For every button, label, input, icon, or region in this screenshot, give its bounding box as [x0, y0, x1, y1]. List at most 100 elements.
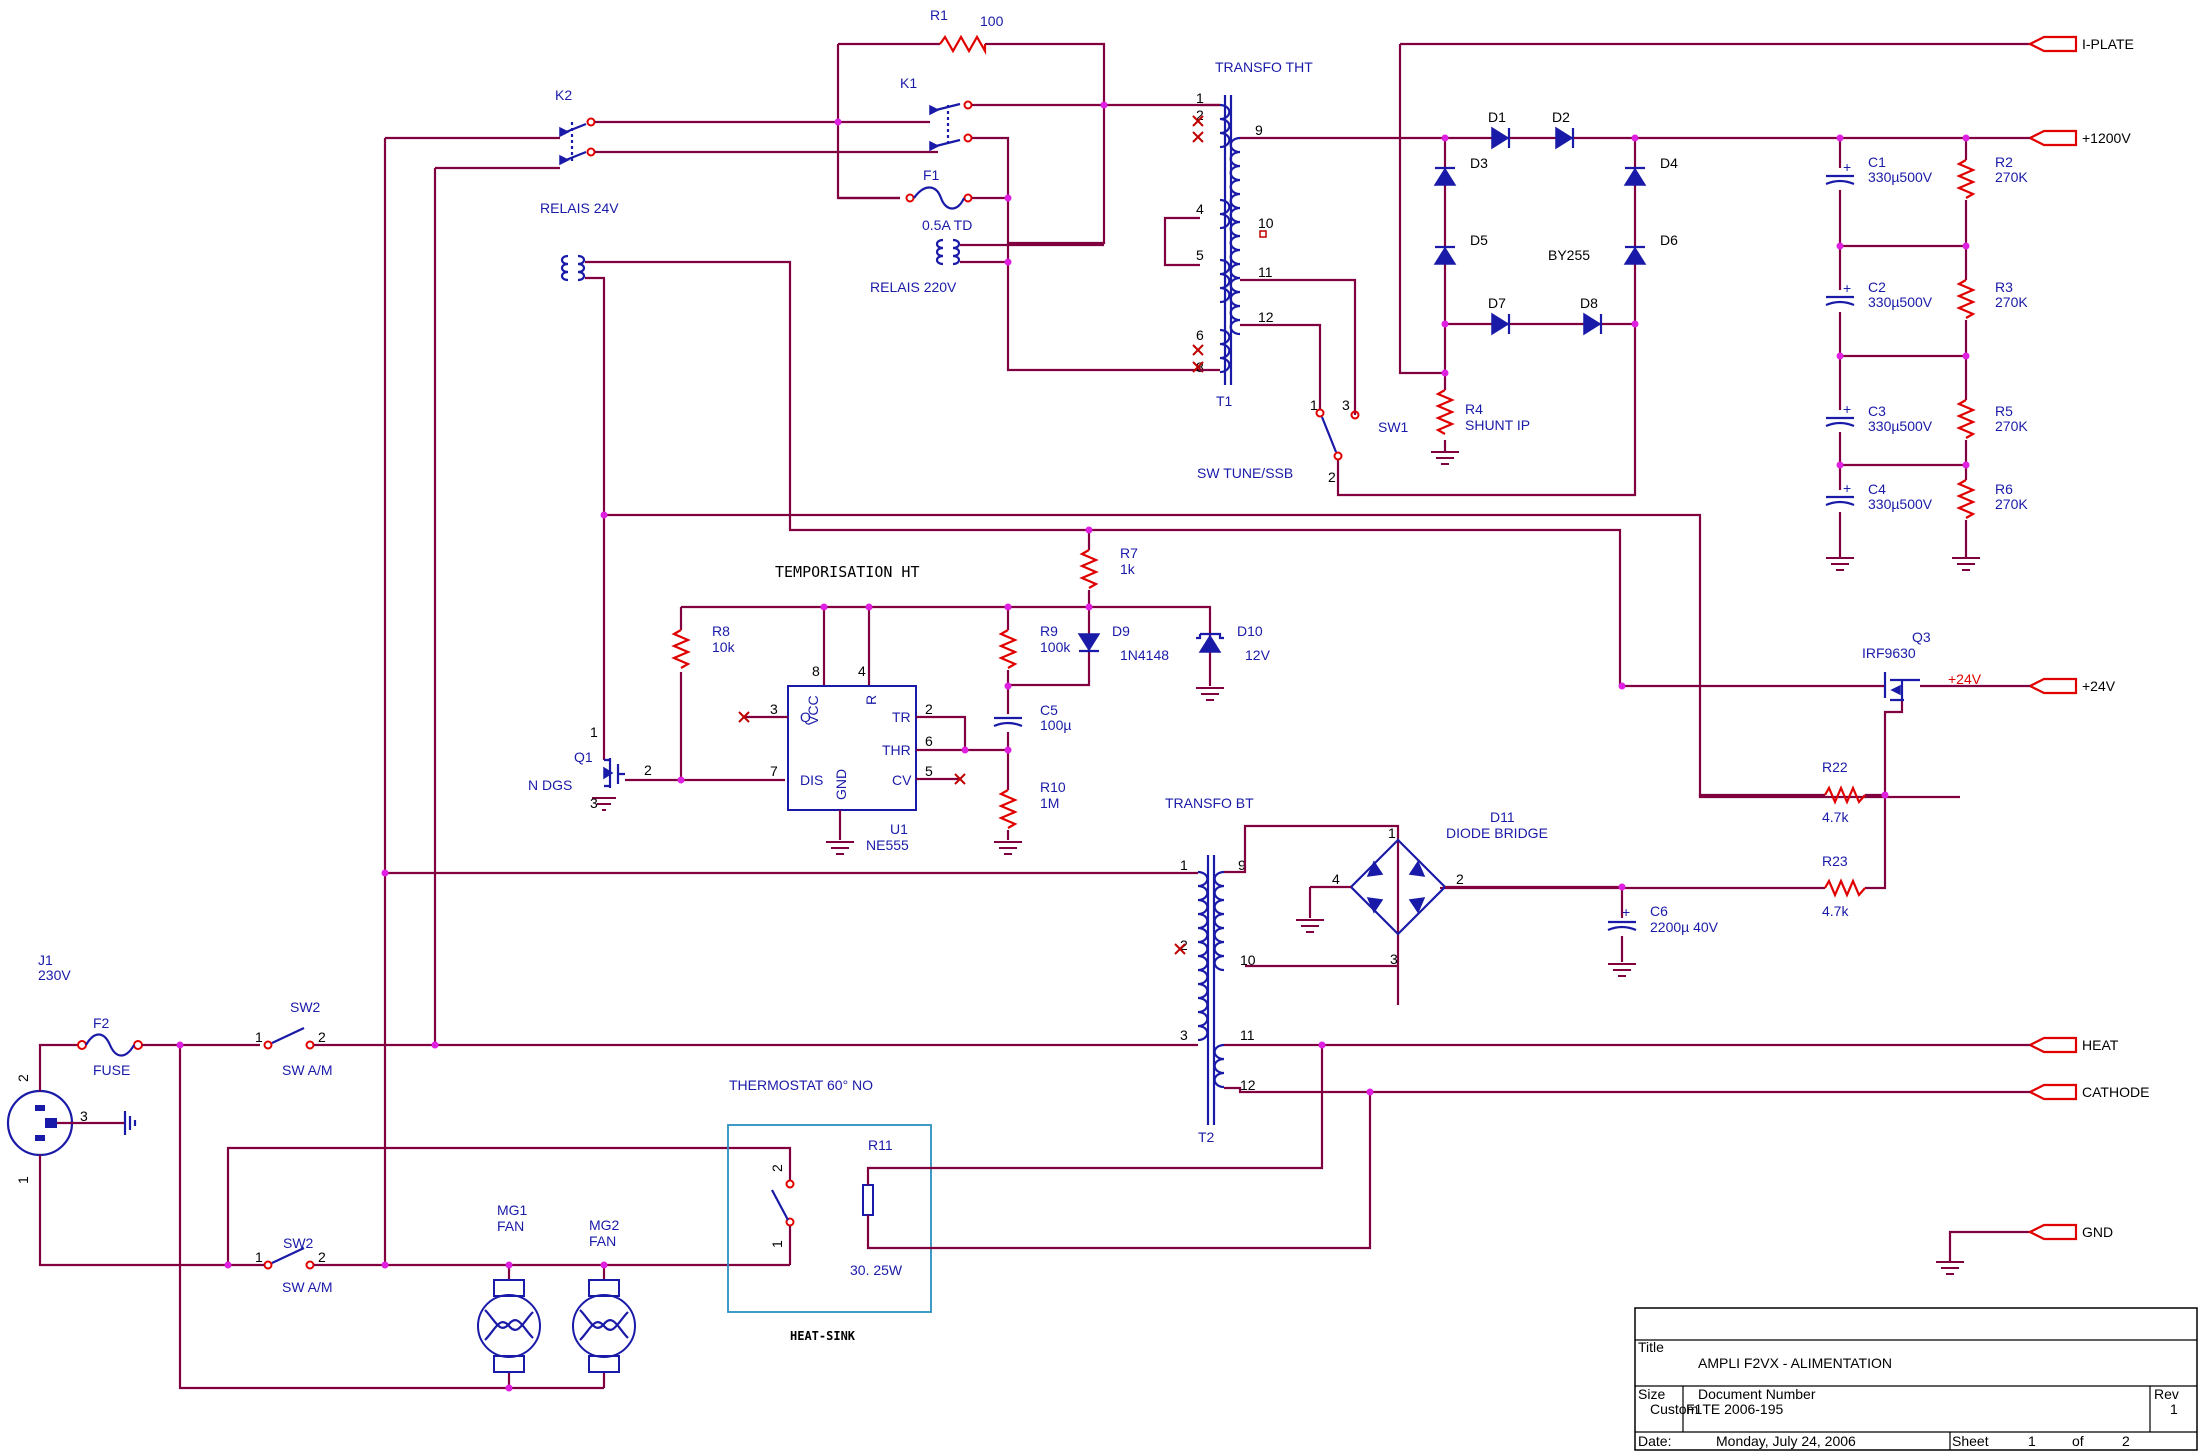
k1-relay: K1 [838, 75, 973, 200]
svg-text:TRANSFO BT: TRANSFO BT [1165, 795, 1254, 811]
r7-resistor: R7 1k [1079, 545, 1138, 589]
svg-text:2: 2 [318, 1249, 326, 1265]
svg-text:2: 2 [769, 1164, 785, 1172]
svg-text:Custom: Custom [1650, 1401, 1698, 1417]
svg-text:R: R [863, 695, 879, 705]
svg-text:+: + [1843, 480, 1851, 496]
relais-220v-coil: RELAIS 220V [870, 238, 1104, 295]
wire-k1-out [972, 103, 1220, 372]
svg-text:6: 6 [1196, 327, 1204, 343]
svg-text:1: 1 [1310, 397, 1318, 413]
svg-text:T2: T2 [1198, 1129, 1215, 1145]
svg-text:C6: C6 [1650, 903, 1668, 919]
port-1200v: +1200V [2027, 129, 2131, 147]
svg-text:270K: 270K [1995, 294, 2028, 310]
d11-bridge: 4 2 1 3 D11 DIODE BRIDGE [1296, 809, 1622, 967]
svg-text:9: 9 [1238, 857, 1246, 873]
svg-text:4: 4 [1196, 201, 1204, 217]
u1-ne555: Q VCC R TR THR DIS GND CV 8 4 3 2 6 7 5 … [738, 663, 1008, 855]
svg-text:D9: D9 [1112, 623, 1130, 639]
svg-text:R10: R10 [1040, 779, 1066, 795]
svg-text:Q1: Q1 [574, 749, 593, 765]
svg-text:1: 1 [15, 1176, 31, 1184]
svg-text:1: 1 [1180, 857, 1188, 873]
c3-capacitor: + C3 330µ500V [1825, 401, 1933, 434]
svg-text:IRF9630: IRF9630 [1862, 645, 1916, 661]
port-iplate: I-PLATE [1400, 35, 2134, 53]
svg-text:SW A/M: SW A/M [282, 1062, 333, 1078]
svg-text:CV: CV [892, 772, 912, 788]
svg-text:2: 2 [15, 1074, 31, 1082]
svg-text:RELAIS 220V: RELAIS 220V [870, 279, 957, 295]
svg-text:9: 9 [1255, 122, 1263, 138]
svg-text:11: 11 [1258, 264, 1273, 280]
svg-text:R7: R7 [1120, 545, 1138, 561]
f2-fuse: F2 FUSE [77, 1015, 792, 1390]
svg-text:4: 4 [858, 663, 866, 679]
svg-text:D8: D8 [1580, 295, 1598, 311]
svg-text:U1: U1 [890, 821, 908, 837]
c6-capacitor: + C6 2200µ 40V [1607, 887, 1719, 977]
svg-text:Rev: Rev [2154, 1386, 2179, 1402]
svg-text:K2: K2 [555, 87, 572, 103]
q1-mosfet: 1 2 3 Q1 N DGS [528, 724, 681, 811]
svg-text:4: 4 [1332, 871, 1340, 887]
svg-text:R3: R3 [1995, 279, 2013, 295]
svg-text:THR: THR [882, 742, 911, 758]
svg-text:Date:: Date: [1638, 1433, 1671, 1449]
junction-dots [176, 101, 1970, 1392]
svg-text:1: 1 [255, 1029, 263, 1045]
svg-text:10: 10 [1240, 952, 1256, 968]
svg-text:SW2: SW2 [283, 1235, 314, 1251]
r4-shunt: R4 SHUNT IP [1431, 370, 1530, 465]
svg-text:SW TUNE/SSB: SW TUNE/SSB [1197, 465, 1293, 481]
r10-resistor: R10 1M [994, 779, 1066, 855]
svg-text:D7: D7 [1488, 295, 1506, 311]
svg-text:330µ500V: 330µ500V [1868, 418, 1933, 434]
r2-resistor: R2 270K [1956, 154, 2028, 200]
svg-text:BY255: BY255 [1548, 247, 1590, 263]
svg-text:Q3: Q3 [1912, 629, 1931, 645]
q3-pfet: Q3 IRF9630 +24V [1620, 629, 2030, 795]
svg-text:F1: F1 [923, 167, 940, 183]
wire-t2 [385, 824, 2030, 1094]
svg-text:1: 1 [2028, 1433, 2036, 1449]
svg-text:F1TE 2006-195: F1TE 2006-195 [1686, 1401, 1783, 1417]
svg-text:Size: Size [1638, 1386, 1665, 1402]
svg-text:5: 5 [1196, 247, 1204, 263]
svg-text:1: 1 [769, 1240, 785, 1248]
svg-text:+: + [1622, 904, 1630, 920]
svg-text:330µ500V: 330µ500V [1868, 496, 1933, 512]
ht-rectifier: D1 D2 D3 D5 D4 D6 D7 D8 BY255 [1336, 109, 2030, 497]
svg-text:N DGS: N DGS [528, 777, 572, 793]
svg-text:D1: D1 [1488, 109, 1506, 125]
svg-text:+: + [1843, 159, 1851, 175]
wire-mains-bus [383, 138, 437, 1265]
svg-text:+24V: +24V [2082, 678, 2116, 694]
svg-text:2200µ 40V: 2200µ 40V [1650, 919, 1719, 935]
svg-text:R1: R1 [930, 7, 948, 23]
svg-text:1M: 1M [1040, 795, 1059, 811]
svg-text:1k: 1k [1120, 561, 1136, 577]
port-cathode: CATHODE [2027, 1083, 2149, 1101]
svg-text:R11: R11 [868, 1137, 893, 1153]
svg-text:100k: 100k [1040, 639, 1071, 655]
svg-text:Title: Title [1638, 1339, 1664, 1355]
svg-text:12V: 12V [1245, 647, 1271, 663]
svg-text:Monday, July 24, 2006: Monday, July 24, 2006 [1716, 1433, 1856, 1449]
mg2-fan: MG2 FAN [572, 1217, 636, 1388]
svg-text:R6: R6 [1995, 481, 2013, 497]
svg-text:11: 11 [1240, 1027, 1255, 1043]
f1-fuse: F1 0.5A TD [905, 167, 1010, 233]
sw2-switch-b: 1 2 SW2 SW A/M [228, 1235, 790, 1295]
svg-text:CATHODE: CATHODE [2082, 1084, 2149, 1100]
svg-text:SW A/M: SW A/M [282, 1279, 333, 1295]
j1-connector: J1 230V 2 1 3 [6, 952, 228, 1267]
svg-text:of: of [2072, 1433, 2084, 1449]
svg-text:330µ500V: 330µ500V [1868, 294, 1933, 310]
filter-bank: + C1 330µ500V + C2 330µ500V + C3 330µ500… [1825, 138, 2028, 571]
svg-text:HEAT: HEAT [2082, 1037, 2119, 1053]
svg-text:270K: 270K [1995, 169, 2028, 185]
svg-text:C4: C4 [1868, 481, 1886, 497]
svg-text:2: 2 [1196, 107, 1204, 123]
